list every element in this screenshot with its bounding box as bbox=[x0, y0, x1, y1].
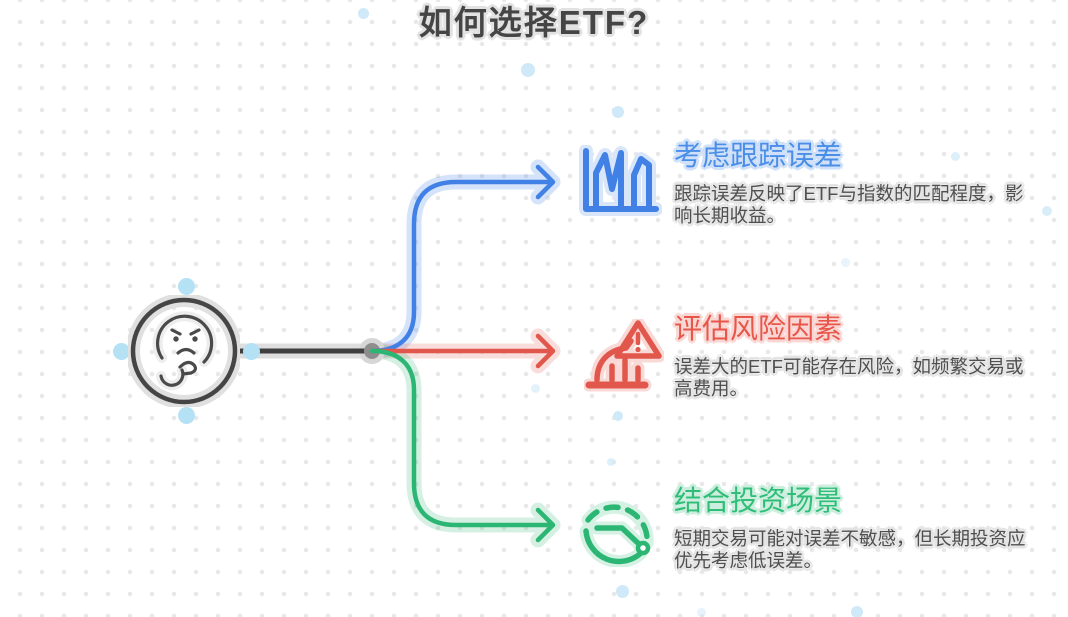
page-title: 如何选择ETF? bbox=[418, 4, 650, 41]
decor-dot bbox=[358, 8, 369, 19]
connector-blue bbox=[369, 179, 554, 354]
branch-title: 结合投资场景 bbox=[674, 485, 843, 516]
branch-description: 跟踪误差反映了ETF与指数的匹配程度，影 响长期收益。 bbox=[674, 183, 1026, 226]
connector-red-halo bbox=[364, 328, 561, 374]
arrowhead-green bbox=[535, 507, 556, 543]
decor-dot bbox=[521, 63, 535, 77]
branch-description-line: 跟踪误差反映了ETF与指数的匹配程度，影 bbox=[674, 183, 1024, 204]
decor-dot bbox=[697, 608, 706, 617]
branch-icon-investment-scenario bbox=[577, 487, 663, 572]
decor-dot bbox=[531, 384, 540, 393]
decor-dot bbox=[841, 258, 850, 267]
decor-dot bbox=[613, 411, 623, 421]
branch-node-risk-factors[interactable]: 评估风险因素 误差大的ETF可能存在风险，如频繁交易或 高费用。 bbox=[674, 312, 1026, 399]
decor-dot bbox=[1042, 206, 1052, 216]
branch-junction-dot bbox=[364, 343, 380, 359]
decor-dot bbox=[612, 106, 624, 118]
decor-dot bbox=[616, 585, 629, 598]
thinking-face-icon bbox=[126, 293, 242, 409]
arrowhead-red bbox=[535, 333, 556, 369]
branch-description-line: 优先考虑低误差。 bbox=[674, 549, 823, 571]
decor-dot bbox=[607, 458, 615, 466]
branch-node-tracking-error[interactable]: 考虑跟踪误差 跟踪误差反映了ETF与指数的匹配程度，影 响长期收益。 bbox=[674, 139, 1026, 226]
risk-warning-icon bbox=[582, 316, 666, 392]
branch-description: 误差大的ETF可能存在风险，如频繁交易或 高费用。 bbox=[674, 356, 1026, 399]
decor-dot bbox=[851, 606, 863, 617]
branch-title: 考虑跟踪误差 bbox=[674, 140, 843, 171]
decor-dot bbox=[951, 152, 960, 161]
branch-icon-tracking-error bbox=[578, 144, 663, 222]
branch-node-investment-scenario[interactable]: 结合投资场景 短期交易可能对误差不敏感，但长期投资应 优先考虑低误差。 bbox=[674, 484, 1026, 571]
selection-handle-top[interactable] bbox=[178, 278, 195, 295]
branch-description-line: 误差大的ETF可能存在风险，如频繁交易或 bbox=[674, 356, 1024, 377]
branch-icon-risk-factors bbox=[582, 316, 666, 398]
branch-junction-halo bbox=[359, 338, 385, 364]
bar-chart-icon bbox=[579, 144, 663, 216]
center-node[interactable] bbox=[126, 293, 242, 409]
branch-description-line: 短期交易可能对误差不敏感，但长期投资应 bbox=[674, 528, 1026, 549]
connector-blue-halo bbox=[364, 159, 561, 359]
clock-gauge-icon bbox=[579, 500, 654, 568]
branch-title: 评估风险因素 bbox=[674, 313, 843, 344]
connector-green-halo bbox=[364, 343, 561, 548]
connector-green bbox=[369, 348, 554, 528]
selection-handle-right[interactable] bbox=[243, 343, 260, 360]
arrowhead-blue bbox=[535, 164, 556, 200]
branch-description-line: 响长期收益。 bbox=[674, 204, 786, 226]
selection-handle-bottom[interactable] bbox=[178, 407, 195, 424]
selection-handle-left[interactable] bbox=[113, 343, 130, 360]
branch-description-line: 高费用。 bbox=[674, 377, 749, 399]
branch-description: 短期交易可能对误差不敏感，但长期投资应 优先考虑低误差。 bbox=[674, 528, 1026, 571]
